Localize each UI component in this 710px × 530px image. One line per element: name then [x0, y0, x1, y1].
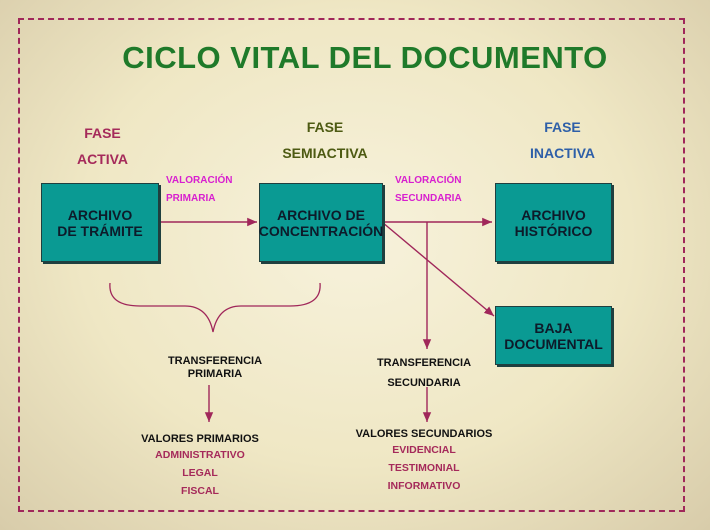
- phase-activa-line1: FASE: [84, 125, 121, 141]
- valor-primario-item: FISCAL: [181, 485, 219, 497]
- valor-primario-item: ADMINISTRATIVO: [155, 449, 245, 461]
- phase-semiactiva: FASE SEMIACTIVA: [270, 114, 380, 166]
- transferencia-secundaria: TRANSFERENCIA SECUNDARIA: [365, 353, 483, 393]
- box-archivo-concentracion: ARCHIVO DE CONCENTRACIÓN: [259, 183, 383, 262]
- phase-inactiva: FASE INACTIVA: [515, 114, 610, 166]
- valores-primarios: VALORES PRIMARIOS ADMINISTRATIVO LEGAL F…: [125, 432, 275, 500]
- phase-semiactiva-line1: FASE: [306, 119, 344, 135]
- phase-activa: FASE ACTIVA: [60, 120, 145, 172]
- valoracion-secundaria-line2: SECUNDARIA: [395, 193, 462, 204]
- valor-secundario-item: INFORMATIVO: [387, 480, 461, 492]
- phase-activa-line2: ACTIVA: [76, 151, 129, 167]
- valor-secundario-item: TESTIMONIAL: [388, 462, 460, 474]
- valores-secundarios: VALORES SECUNDARIOS EVIDENCIAL TESTIMONI…: [349, 427, 499, 495]
- valoracion-secundaria-line1: VALORACIÓN: [395, 175, 462, 186]
- box-baja-documental: BAJA DOCUMENTAL: [495, 306, 612, 365]
- transferencia-primaria-line1: TRANSFERENCIA: [167, 355, 263, 367]
- valoracion-primaria-line2: PRIMARIA: [166, 193, 216, 204]
- valores-secundarios-heading: VALORES SECUNDARIOS: [355, 428, 493, 440]
- phase-inactiva-line1: FASE: [544, 119, 581, 135]
- dashed-frame: [18, 18, 685, 512]
- valoracion-primaria: VALORACIÓN PRIMARIA: [166, 172, 232, 208]
- brace-activa-semiactiva: [109, 282, 321, 333]
- transferencia-secundaria-line1: TRANSFERENCIA: [376, 357, 472, 369]
- valor-secundario-item: EVIDENCIAL: [392, 444, 456, 456]
- page-title: CICLO VITAL DEL DOCUMENTO: [122, 40, 608, 75]
- phase-semiactiva-line2: SEMIACTIVA: [282, 145, 368, 161]
- valoracion-primaria-line1: VALORACIÓN: [166, 175, 233, 186]
- arrow-concentracion-baja: [381, 221, 495, 317]
- box-archivo-historico: ARCHIVO HISTÓRICO: [495, 183, 612, 262]
- transferencia-secundaria-line2: SECUNDARIA: [387, 377, 461, 389]
- valoracion-secundaria: VALORACIÓN SECUNDARIA: [395, 172, 462, 208]
- valor-primario-item: LEGAL: [182, 467, 218, 479]
- phase-inactiva-line2: INACTIVA: [529, 145, 596, 161]
- transferencia-primaria-line2: PRIMARIA: [187, 368, 243, 380]
- box-archivo-tramite: ARCHIVO DE TRÁMITE: [41, 183, 159, 262]
- valores-primarios-heading: VALORES PRIMARIOS: [141, 433, 259, 445]
- transferencia-primaria: TRANSFERENCIA PRIMARIA: [155, 355, 275, 381]
